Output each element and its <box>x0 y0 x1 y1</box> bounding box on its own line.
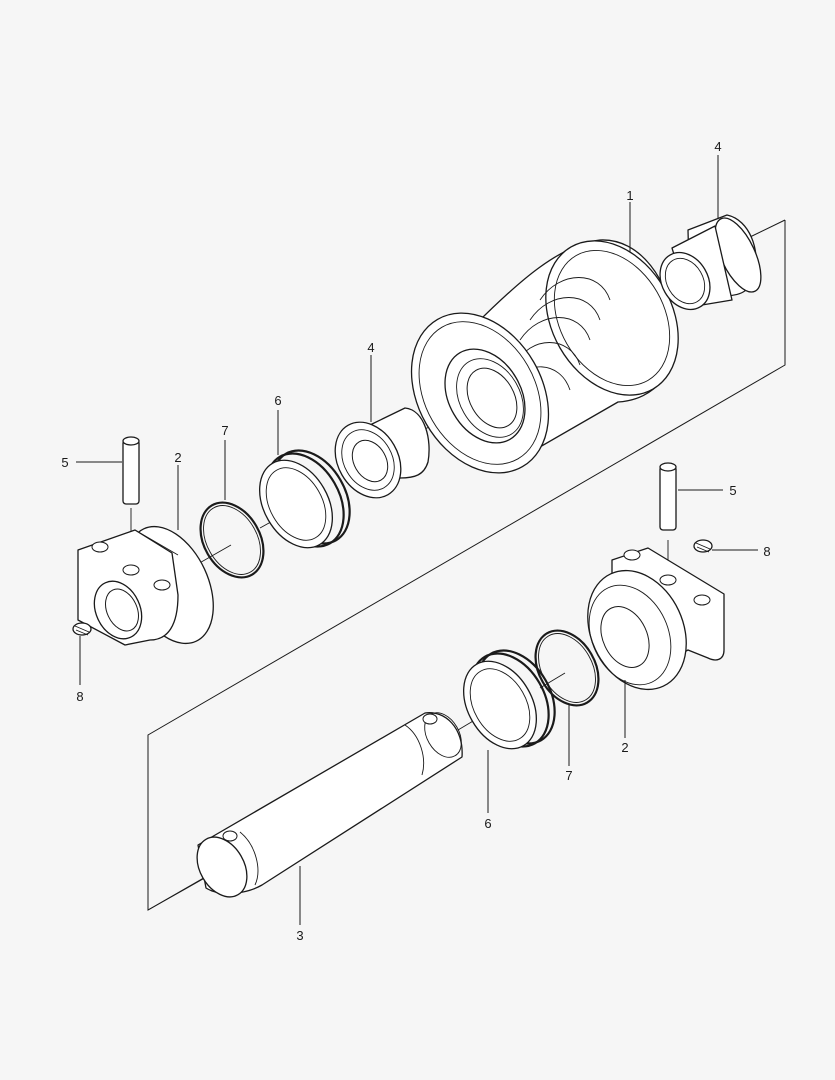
o-ring-left-icon <box>199 501 265 579</box>
flanged-bushing-right-icon <box>659 214 762 311</box>
callout-plug-left: 8 <box>76 689 83 704</box>
callout-plug-right: 8 <box>763 544 770 559</box>
callout-oring-left: 7 <box>221 423 228 438</box>
callout-seal-left: 6 <box>274 393 281 408</box>
floating-seal-left-icon <box>259 449 351 549</box>
callout-shaft: 3 <box>296 928 303 943</box>
callout-bushing-right: 4 <box>714 139 721 154</box>
callout-bushing-left: 4 <box>367 340 374 355</box>
screw-plug-left-icon <box>72 622 92 636</box>
roller-shaft-icon <box>196 712 463 898</box>
end-collar-right-icon <box>587 547 725 691</box>
callout-labels: 1 4 4 6 7 2 5 8 5 8 2 7 6 3 <box>61 139 770 943</box>
callout-pin-right: 5 <box>729 483 736 498</box>
callout-collar-left: 2 <box>174 450 181 465</box>
lock-pin-right-icon <box>659 462 677 531</box>
callout-oring-right: 7 <box>565 768 572 783</box>
track-roller-body-icon <box>410 239 679 474</box>
callout-pin-left: 5 <box>61 455 68 470</box>
callout-collar-right: 2 <box>621 740 628 755</box>
lock-pin-left-icon <box>122 436 140 505</box>
leader-lines <box>76 155 758 925</box>
callout-seal-right: 6 <box>484 816 491 831</box>
callout-roller-body: 1 <box>626 188 633 203</box>
end-collar-left-icon <box>77 525 214 646</box>
flanged-bushing-left-icon <box>334 407 430 499</box>
screw-plug-right-icon <box>693 539 713 553</box>
floating-seal-right-icon <box>463 649 556 750</box>
